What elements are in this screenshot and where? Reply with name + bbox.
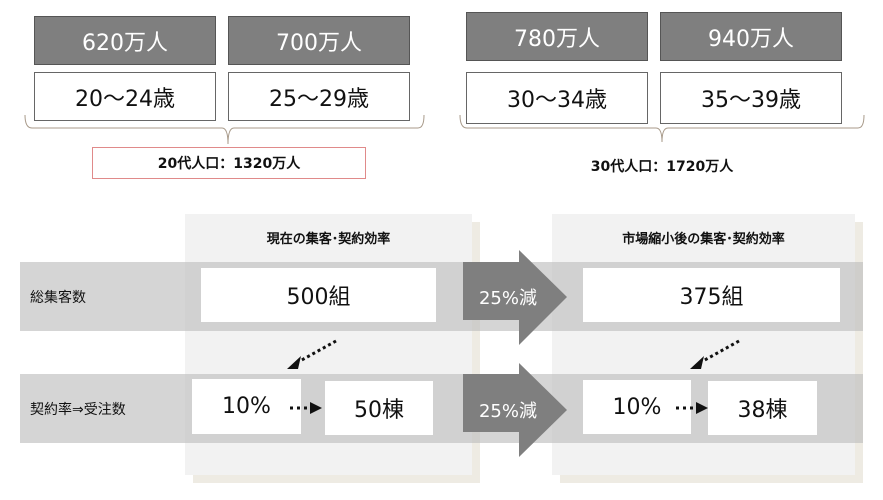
- current-title: 現在の集客･契約効率: [266, 231, 391, 247]
- dotted-right-arrow-icon: [676, 402, 708, 414]
- population-35-39: 940万人: [660, 12, 842, 61]
- age-25-29: 25～29歳: [228, 72, 410, 121]
- arrow-label-visitors: 25%減: [478, 288, 537, 309]
- current-rate: 10%: [192, 379, 301, 434]
- reduction-arrow-icon: [463, 363, 567, 457]
- row-label-orders: 契約率⇒受注数: [30, 401, 126, 418]
- dotted-right-arrow-icon: [290, 402, 322, 414]
- row-label-visitors: 総集客数: [30, 289, 86, 306]
- dotted-diagonal-arrow-icon: [690, 339, 740, 369]
- current-orders: 50棟: [325, 381, 433, 435]
- arrow-label-orders: 25%減: [478, 401, 537, 422]
- population-25-29: 700万人: [228, 16, 410, 65]
- age-20-24: 20～24歳: [34, 72, 216, 121]
- population-20-24: 620万人: [34, 16, 216, 65]
- population-30-34: 780万人: [466, 12, 648, 61]
- current-visitors: 500組: [201, 268, 436, 322]
- dotted-diagonal-arrow-icon: [287, 339, 337, 369]
- after-title: 市場縮小後の集客･契約効率: [622, 231, 785, 247]
- reduction-arrow-icon: [463, 250, 567, 345]
- total-20s: 20代人口：1320万人: [92, 147, 366, 179]
- after-rate: 10%: [583, 380, 691, 434]
- total-30s: 30代人口：1720万人: [590, 159, 734, 175]
- age-30-34: 30～34歳: [466, 72, 648, 124]
- after-visitors: 375組: [583, 268, 840, 322]
- after-orders: 38棟: [708, 381, 817, 435]
- age-35-39: 35～39歳: [660, 72, 842, 124]
- brace-icon: [24, 114, 865, 145]
